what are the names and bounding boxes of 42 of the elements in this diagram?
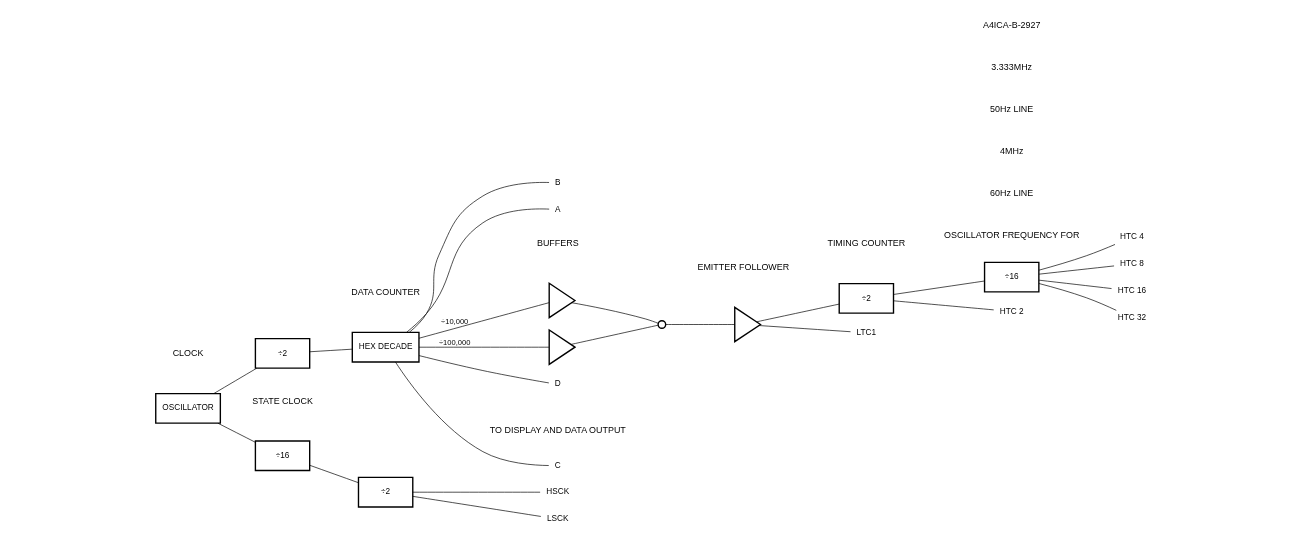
connector [892,300,994,311]
connector [309,465,359,484]
connector [1038,265,1114,275]
connector [411,491,540,493]
connector [408,182,549,333]
connector [418,355,549,384]
connector [309,348,353,353]
connector [892,280,985,295]
label: EMITTER FOLLOWER [696,262,789,273]
connector [217,422,256,443]
label: TIMING COUNTER [826,238,905,249]
connector [394,361,549,466]
connector [418,346,549,348]
connector [1038,283,1117,311]
label: 50Hz LINE [989,103,1033,114]
label: BUFFERS [536,238,579,249]
label: TO DISPLAY AND DATA OUTPUT [489,425,626,436]
connector [1038,279,1112,289]
connector [755,303,839,323]
connector [213,367,257,394]
label: 4MHz [999,145,1023,156]
node-triangle [733,306,762,343]
label: CLOCK [172,348,203,359]
label: OSCILLATOR FREQUENCY FOR [943,229,1079,240]
label: DATA COUNTER [350,287,420,298]
connector [405,208,549,333]
edge-label: ÷100,000 [438,337,470,347]
edge-label: ÷10,000 [440,316,468,326]
connector [1038,244,1115,271]
connector [411,496,541,517]
node-triangle [548,282,576,319]
node-switch [656,320,666,329]
label: A4ICA-B-2927 [982,19,1040,30]
connector [758,325,851,333]
connector [665,324,735,325]
label: STATE CLOCK [251,395,313,406]
connector [418,302,549,339]
connector [570,324,658,345]
label: 3.333MHz [990,61,1032,72]
node-triangle [548,328,576,366]
label: 60Hz LINE [989,187,1033,198]
connector [570,302,658,324]
